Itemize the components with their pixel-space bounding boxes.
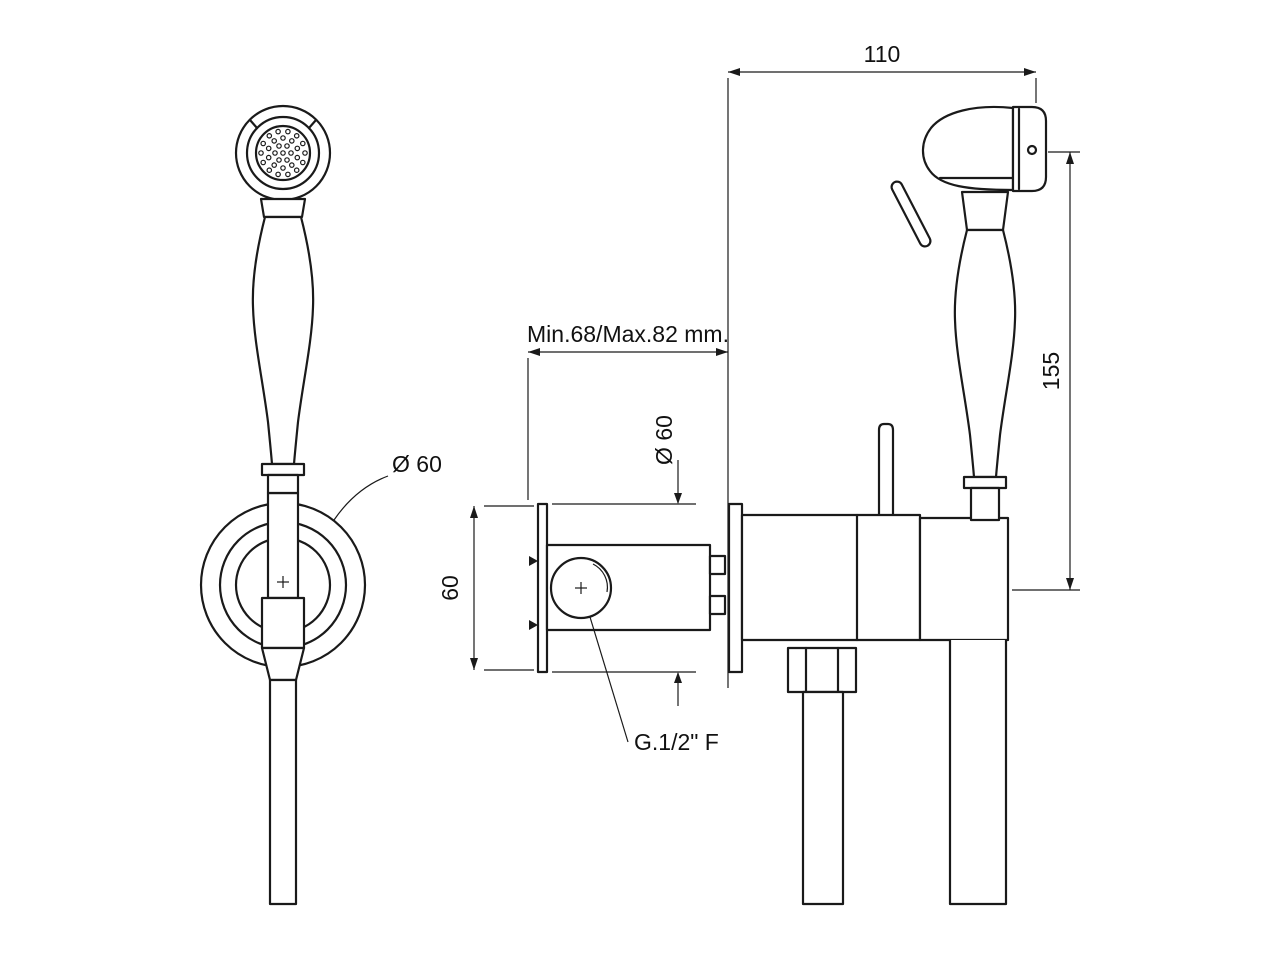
fixing-wedge-top	[529, 556, 538, 566]
hose-nut-side	[786, 646, 858, 694]
head-body-side	[921, 105, 1015, 192]
dimension-155: 155	[1012, 151, 1080, 591]
center-mark-front	[277, 576, 289, 588]
outlet-nipple-top	[708, 554, 727, 576]
hose-front	[268, 678, 298, 906]
dimension-110: 110	[727, 41, 1037, 688]
thread-relief-arc	[592, 563, 609, 593]
handle-side	[953, 228, 1017, 479]
holder-cup-side	[918, 516, 1010, 642]
dimension-dia60-side-label: Ø 60	[651, 415, 677, 465]
head-cap-side	[1011, 105, 1048, 193]
dimension-110-label: 110	[864, 41, 901, 67]
holder-cup-front	[260, 596, 306, 650]
front-view	[199, 104, 367, 906]
valve-body-side	[740, 513, 922, 642]
handle-base-front	[266, 473, 300, 495]
outlet-nipple-bottom	[708, 594, 727, 616]
side-view	[727, 105, 1048, 906]
showerhead-front	[234, 104, 332, 202]
handle-collar-side	[962, 475, 1008, 490]
dimension-dia60-side: Ø 60	[552, 415, 696, 706]
hose-cone-front	[260, 646, 306, 682]
dimension-155-label: 155	[1038, 352, 1064, 390]
handle-collar-front	[260, 462, 306, 477]
neck-side	[960, 190, 1010, 232]
label-thread: G.1/2" F	[589, 616, 719, 755]
wall-plate-section	[536, 502, 549, 674]
label-dia60-front-text: Ø 60	[392, 451, 442, 477]
inlet-center-mark	[575, 582, 587, 594]
handle-base-side	[969, 486, 1001, 522]
dimension-60: 60	[437, 505, 534, 671]
trigger-lever-side	[890, 180, 932, 248]
handshower-hose-side	[948, 640, 1008, 906]
handle-front	[251, 215, 315, 466]
cap-screw	[1026, 144, 1038, 156]
dimension-wall-depth: Min.68/Max.82 mm.	[527, 321, 729, 500]
spray-holes	[258, 128, 308, 178]
dimension-60-label: 60	[437, 575, 463, 601]
inlet-port-circle	[549, 556, 613, 620]
section-view	[529, 502, 727, 674]
shutoff-rod-side	[877, 422, 895, 518]
label-thread-text: G.1/2" F	[634, 729, 719, 755]
showerhead-side	[890, 105, 1048, 248]
label-dia60-front: Ø 60	[333, 451, 442, 521]
fixing-wedge-bottom	[529, 620, 538, 630]
dimension-wall-depth-label: Min.68/Max.82 mm.	[527, 321, 729, 347]
wall-plate-side	[727, 502, 744, 674]
neck-front	[259, 197, 307, 219]
supply-hose-side	[801, 690, 845, 906]
